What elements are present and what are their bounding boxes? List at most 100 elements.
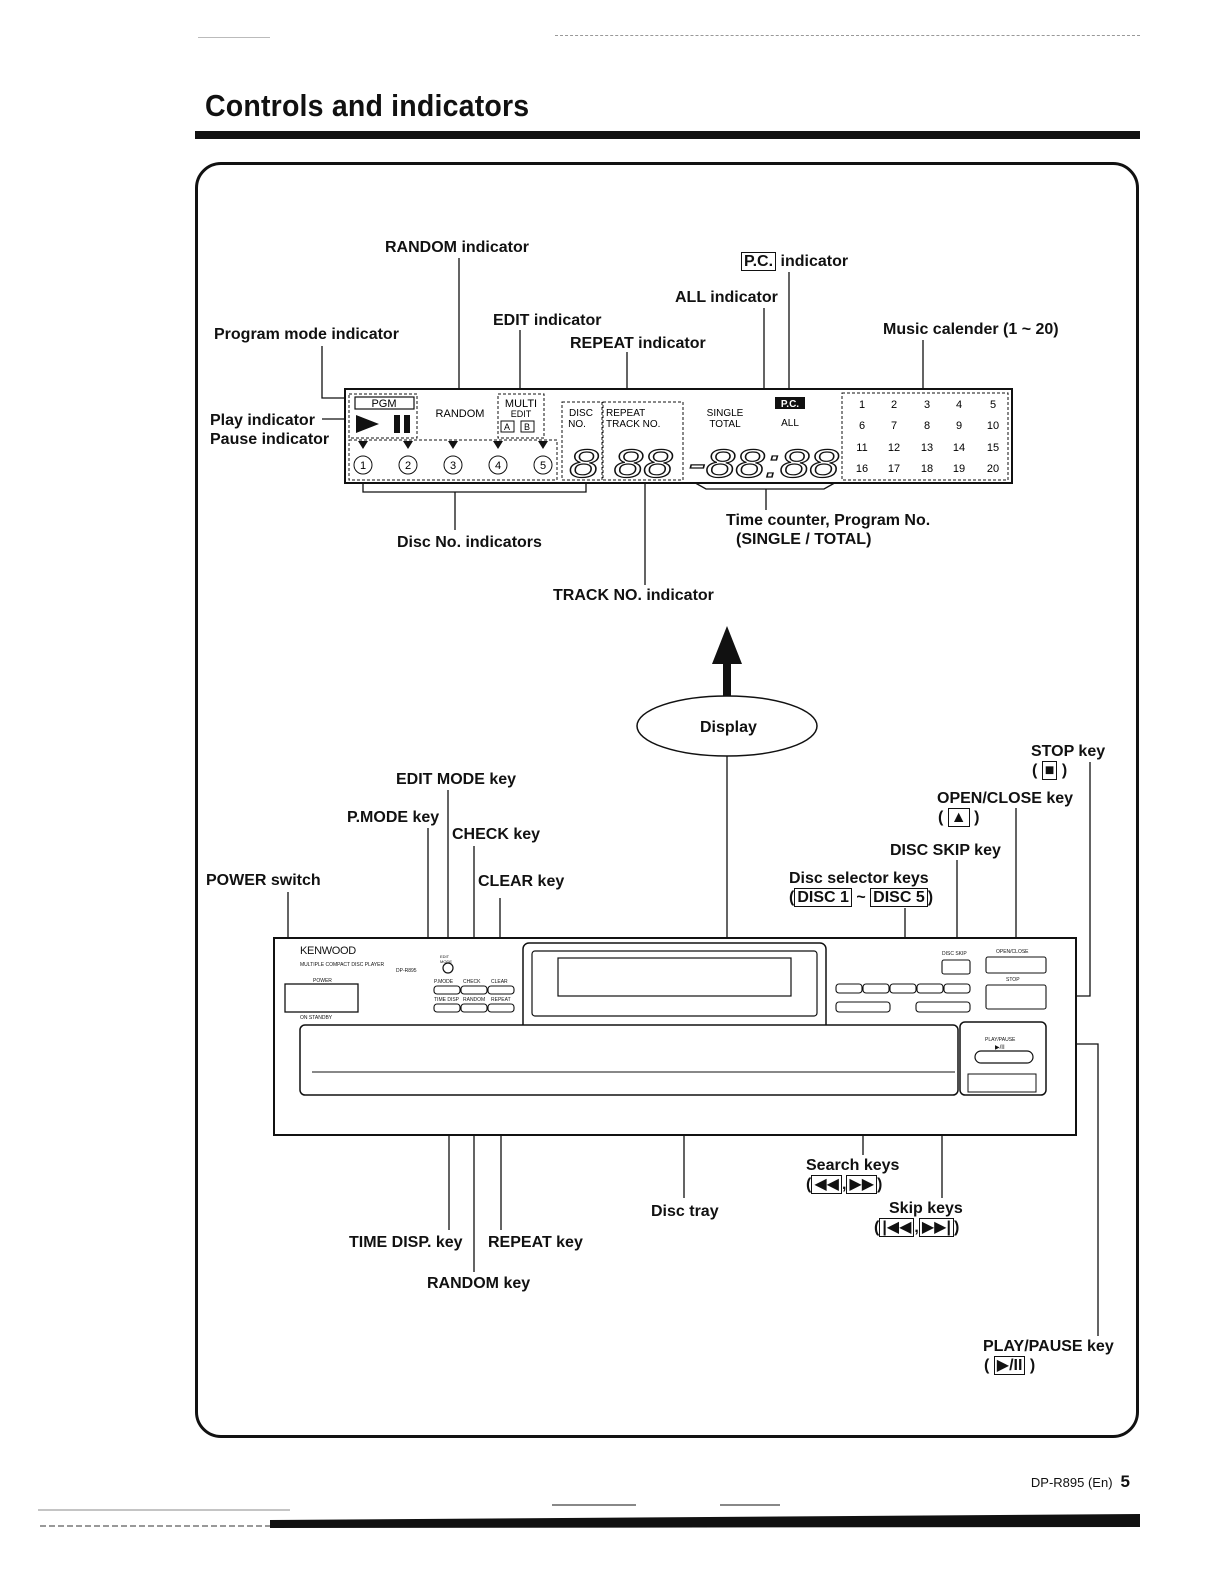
page-number: 5: [1120, 1472, 1130, 1491]
device-disc-skip: DISC SKIP: [942, 951, 967, 957]
device-model-line: MULTIPLE COMPACT DISC PLAYER: [300, 962, 385, 968]
time-disp-key-label: TIME DISP. key: [349, 1234, 463, 1251]
footer-model: DP-R895 (En): [1030, 1475, 1113, 1490]
rewind-icon: ◀◀: [811, 1175, 842, 1194]
page-footer: DP-R895 (En) 5: [1031, 1472, 1130, 1492]
play-pause-icon: ▶/II: [993, 1356, 1026, 1375]
random-indicator-label: RANDOM indicator: [385, 239, 529, 256]
device-pmode: P.MODE: [434, 979, 454, 985]
clear-key-label: CLEAR key: [478, 873, 565, 890]
svg-text:14: 14: [953, 442, 965, 454]
lcd-multi: MULTI: [505, 398, 537, 410]
eject-icon: ▲: [947, 808, 970, 827]
fast-forward-icon: ▶▶: [846, 1175, 877, 1194]
lcd-single: SINGLE: [707, 408, 744, 419]
all-indicator-label: ALL indicator: [675, 289, 778, 306]
lcd-pgm: PGM: [371, 398, 396, 410]
lcd-edit: EDIT: [511, 409, 532, 419]
page-title: Controls and indicators: [205, 88, 530, 123]
time-counter-sub-label: (SINGLE / TOTAL): [736, 531, 872, 548]
lcd-random: RANDOM: [436, 408, 485, 420]
skip-keys-symbols: (|◀◀,▶▶|): [874, 1218, 960, 1237]
lcd-pc: P.C.: [781, 399, 799, 410]
svg-text:4: 4: [956, 399, 962, 411]
lcd-track-no: TRACK NO.: [606, 419, 660, 430]
lcd-repeat: REPEAT: [606, 408, 645, 419]
disc-no-indicators-label: Disc No. indicators: [397, 534, 542, 551]
device-time-disp: TIME DISP: [434, 997, 460, 1003]
disc-1: 1: [360, 460, 366, 472]
skip-prev-icon: |◀◀: [879, 1218, 915, 1237]
svg-text:16: 16: [856, 463, 868, 475]
disc-2: 2: [405, 460, 411, 472]
svg-text:8: 8: [924, 420, 930, 432]
repeat-key-label: REPEAT key: [488, 1234, 583, 1251]
time-counter-label: Time counter, Program No.: [726, 512, 931, 529]
disc-indicators: 1 2 3 4 5: [353, 441, 553, 475]
svg-text:17: 17: [888, 463, 900, 475]
device-repeat: REPEAT: [491, 997, 511, 1003]
diagram-frame: [195, 162, 1139, 1438]
lcd-segment-digits: 8 88 -88:88: [569, 442, 840, 483]
random-key-label: RANDOM key: [427, 1275, 531, 1292]
power-switch-label: POWER switch: [206, 872, 321, 889]
lcd-all: ALL: [781, 418, 799, 429]
svg-text:1: 1: [859, 399, 865, 411]
disc-selector-keys-range: (DISC 1 ~ DISC 5): [789, 888, 934, 907]
play-pause-key-symbol: ( ▶/II ): [984, 1356, 1036, 1375]
disc-selector-keys-label: Disc selector keys: [789, 870, 929, 887]
play-pause-key-label: PLAY/PAUSE key: [983, 1338, 1114, 1355]
display-callout: Display: [700, 719, 757, 736]
svg-text:11: 11: [856, 442, 867, 454]
svg-text:19: 19: [953, 463, 965, 475]
stop-key-symbol: ( ■ ): [1032, 761, 1068, 780]
disc-skip-key-label: DISC SKIP key: [890, 842, 1001, 859]
disc-5: 5: [540, 460, 546, 472]
svg-text:5: 5: [990, 399, 996, 411]
title-rule: [195, 131, 1140, 139]
disc-3: 3: [450, 460, 456, 472]
svg-text:3: 3: [924, 399, 930, 411]
svg-text:20: 20: [987, 463, 999, 475]
device-play-pause: PLAY/PAUSE: [985, 1037, 1016, 1043]
track-no-indicator-label: TRACK NO. indicator: [553, 587, 714, 604]
lcd-display: PGM RANDOM MULTI EDIT A B DISC NO. REPEA…: [353, 396, 999, 483]
pc-indicator-label: P.C. indicator: [741, 252, 848, 271]
lcd-edit-a: A: [504, 422, 510, 432]
svg-text:12: 12: [888, 442, 900, 454]
skip-next-icon: ▶▶|: [918, 1218, 954, 1237]
svg-text:18: 18: [921, 463, 933, 475]
disc-tray-label: Disc tray: [651, 1203, 719, 1220]
svg-text:6: 6: [859, 420, 865, 432]
open-close-key-label: OPEN/CLOSE key: [937, 790, 1074, 807]
device-power-sub: ON STANDBY: [300, 1015, 333, 1021]
device-brand: KENWOOD: [300, 945, 356, 957]
device-model: DP-R895: [396, 968, 417, 974]
check-key-label: CHECK key: [452, 826, 541, 843]
lcd-total: TOTAL: [709, 419, 741, 430]
disc-range-tilde: ~: [856, 889, 866, 906]
pmode-key-label: P.MODE key: [347, 809, 440, 826]
svg-text:10: 10: [987, 420, 999, 432]
svg-text:15: 15: [987, 442, 999, 454]
stop-key-label: STOP key: [1031, 743, 1106, 760]
device-stop: STOP: [1006, 977, 1020, 983]
disc-4: 4: [495, 460, 501, 472]
device-power-label: POWER: [313, 978, 332, 984]
svg-text:13: 13: [921, 442, 933, 454]
music-calender-label: Music calender (1 ~ 20): [883, 321, 1059, 338]
top-short-rule: [198, 37, 270, 38]
device-check: CHECK: [463, 979, 481, 985]
svg-text:9: 9: [956, 420, 962, 432]
device-open-close: OPEN/CLOSE: [996, 949, 1029, 955]
device-random: RANDOM: [463, 997, 486, 1003]
play-indicator-label: Play indicator: [210, 412, 315, 429]
pause-indicator-label: Pause indicator: [210, 431, 330, 448]
program-mode-indicator-label: Program mode indicator: [214, 326, 399, 343]
pc-indicator-text: indicator: [780, 253, 849, 270]
disc1-box: DISC 1: [794, 888, 852, 907]
top-dashed-rule: [555, 35, 1140, 36]
skip-keys-label: Skip keys: [889, 1200, 963, 1217]
